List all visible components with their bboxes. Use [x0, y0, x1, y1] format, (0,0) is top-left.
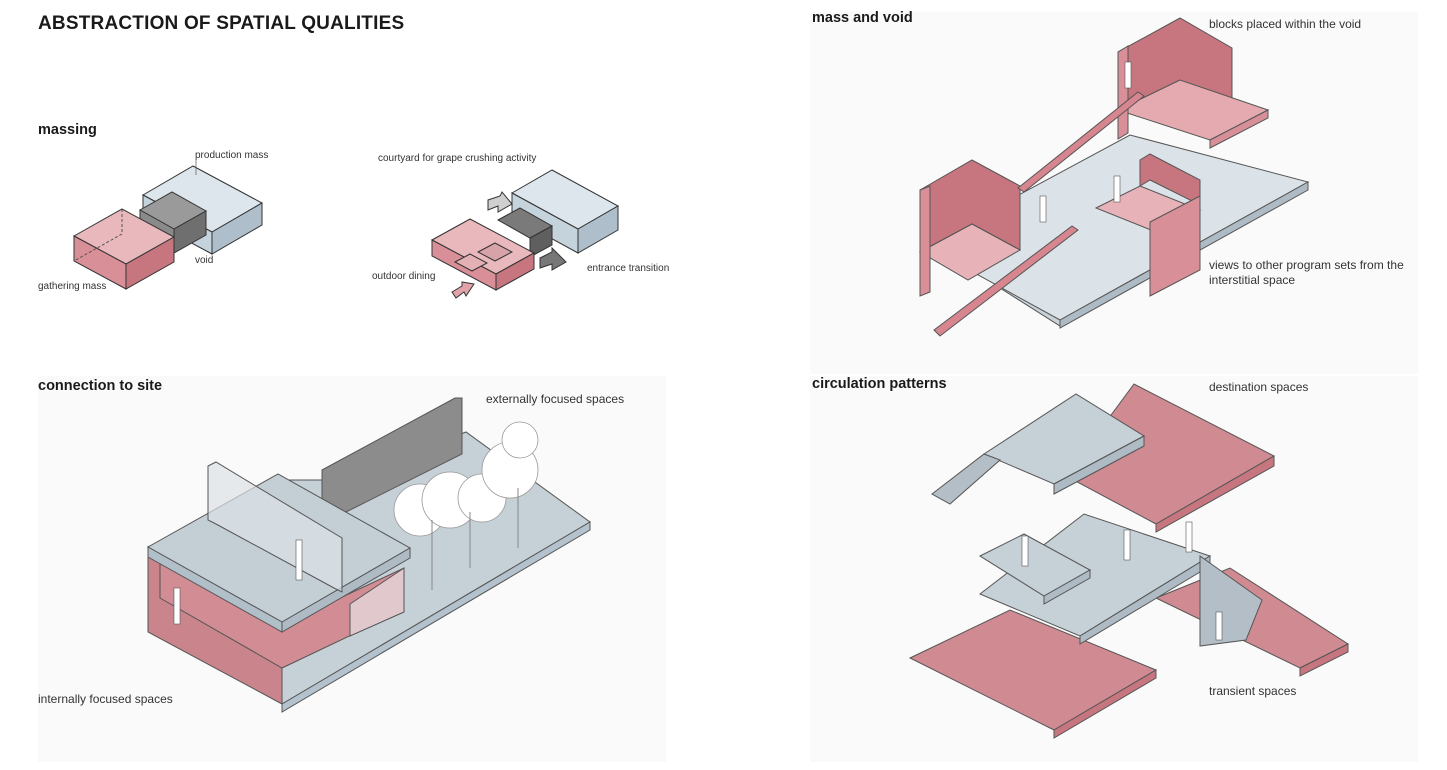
label-destination: destination spaces [1209, 380, 1309, 394]
mass-void-title: mass and void [812, 10, 913, 26]
label-entrance-transition: entrance transition [587, 263, 670, 274]
gathering-mass-block [72, 208, 176, 290]
page-title: ABSTRACTION OF SPATIAL QUALITIES [38, 13, 405, 34]
circulation-title: circulation patterns [812, 376, 947, 392]
label-transient: transient spaces [1209, 684, 1297, 698]
label-external: externally focused spaces [486, 392, 625, 406]
label-gathering-mass: gathering mass [38, 281, 107, 292]
label-blocks: blocks placed within the void [1209, 17, 1362, 31]
label-views: views to other program sets from the int… [1209, 258, 1404, 287]
label-void: void [195, 255, 214, 266]
label-courtyard: courtyard for grape crushing activity [378, 153, 537, 164]
label-production-mass: production mass [195, 150, 269, 161]
massing-title: massing [38, 122, 97, 138]
label-outdoor-dining: outdoor dining [372, 271, 436, 282]
connection-title: connection to site [38, 378, 163, 394]
label-internal: internally focused spaces [38, 692, 173, 706]
